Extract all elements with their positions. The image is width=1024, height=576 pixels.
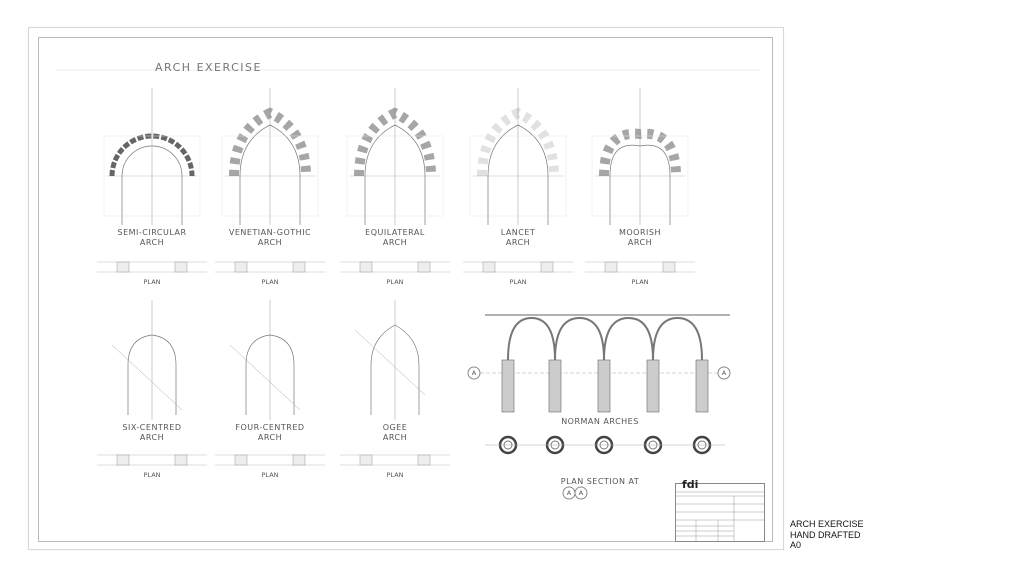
sheet-border (38, 37, 773, 542)
plan-label: PLAN (631, 278, 649, 286)
caption-size: A0 (790, 540, 802, 550)
arch-elevation (463, 88, 573, 273)
arch-elevation (585, 88, 695, 273)
arch-type: ARCH (257, 238, 283, 247)
plan-section-label: PLAN SECTION AT (560, 477, 640, 486)
plan-label: PLAN (143, 471, 161, 479)
caption-title: ARCH EXERCISE (790, 519, 864, 529)
norman-arches-label: NORMAN ARCHES (561, 417, 639, 426)
title-block: fdi (675, 478, 765, 542)
arch-type: ARCH (505, 238, 531, 247)
arch-name: EQUILATERAL (365, 228, 425, 237)
section-marker-right: A (578, 489, 584, 497)
arch-name: FOUR-CENTRED (235, 423, 305, 432)
arch-elevation (97, 300, 207, 466)
plan-label: PLAN (386, 471, 404, 479)
arch-name: SEMI-CIRCULAR (117, 228, 187, 237)
caption-method: HAND DRAFTED (790, 529, 861, 540)
section-marker-a-left: A (471, 369, 477, 377)
fdi-logo: fdi (682, 478, 699, 491)
arch-type: ARCH (382, 433, 408, 442)
plan-label: PLAN (261, 278, 279, 286)
arch-type: ARCH (139, 238, 165, 247)
arch-name: LANCET (500, 228, 536, 237)
arch-elevation (215, 300, 325, 466)
norman-arches-section (467, 314, 731, 500)
plan-label: PLAN (386, 278, 404, 286)
plan-label: PLAN (143, 278, 161, 286)
arch-elevation (97, 88, 207, 273)
drawing-title: ARCH EXERCISE (155, 61, 262, 74)
plan-label: PLAN (509, 278, 527, 286)
title-block-grid (676, 491, 764, 541)
arch-name: OGEE (382, 423, 408, 432)
arch-name: MOORISH (618, 228, 661, 237)
section-marker-a-right: A (721, 369, 727, 377)
arch-name: VENETIAN-GOTHIC (228, 228, 312, 237)
arch-elevation (215, 88, 325, 273)
plan-label: PLAN (261, 471, 279, 479)
arch-type: ARCH (627, 238, 653, 247)
caption: ARCH EXERCISE HAND DRAFTED A0 (790, 519, 864, 551)
section-marker-left: A (566, 489, 572, 497)
arch-elevation (340, 300, 450, 466)
arch-type: ARCH (139, 433, 165, 442)
arch-type: ARCH (257, 433, 283, 442)
arch-name: SIX-CENTRED (122, 423, 182, 432)
arch-type: ARCH (382, 238, 408, 247)
arch-elevation (340, 88, 450, 273)
